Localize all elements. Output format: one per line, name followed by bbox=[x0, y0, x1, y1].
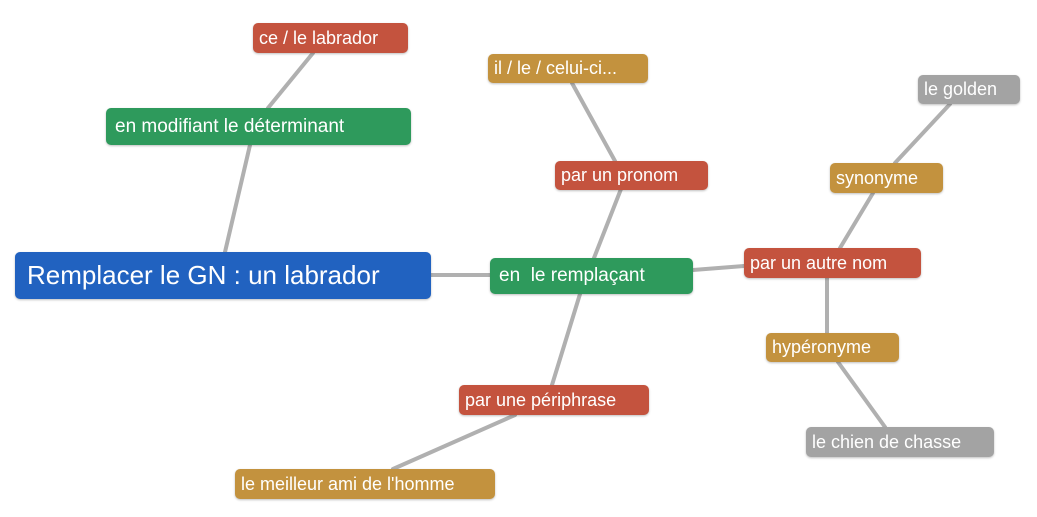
node-replacer[interactable]: en le remplaçant bbox=[490, 258, 693, 294]
node-modifier-example-label: ce / le labrador bbox=[259, 27, 379, 48]
link-synonym-example bbox=[893, 102, 952, 165]
node-periphrase[interactable]: par une périphrase bbox=[459, 385, 649, 415]
link-othernoun-synonym bbox=[838, 191, 875, 250]
link-replacer-pronoun bbox=[592, 187, 623, 260]
node-modifier-label: en modifiant le déterminant bbox=[115, 115, 345, 137]
root-node[interactable]: Remplacer le GN : un labrador bbox=[15, 252, 431, 299]
node-other-noun-label: par un autre nom bbox=[750, 252, 888, 273]
node-hypernym[interactable]: hypéronyme bbox=[766, 333, 899, 362]
node-synonym[interactable]: synonyme bbox=[830, 163, 943, 193]
node-periphrase-example-label: le meilleur ami de l'homme bbox=[241, 473, 455, 494]
node-pronoun-label: par un pronom bbox=[561, 165, 679, 185]
link-replacer-othernoun bbox=[691, 264, 746, 272]
link-replacer-periphrase bbox=[550, 292, 582, 387]
link-hypernym-example bbox=[836, 360, 887, 429]
link-root-modifier bbox=[223, 143, 252, 254]
link-modifier-example bbox=[266, 51, 315, 110]
node-pronoun[interactable]: par un pronom bbox=[555, 161, 708, 190]
node-pronoun-example-label: il / le / celui-ci... bbox=[494, 58, 618, 78]
node-synonym-example[interactable]: le golden bbox=[918, 75, 1020, 104]
node-replacer-label: en le remplaçant bbox=[499, 265, 645, 286]
node-periphrase-label: par une périphrase bbox=[465, 389, 617, 410]
link-periphrase-example bbox=[391, 413, 517, 471]
root-node-label: Remplacer le GN : un labrador bbox=[27, 260, 380, 290]
node-synonym-label: synonyme bbox=[836, 167, 919, 188]
node-modifier[interactable]: en modifiant le déterminant bbox=[106, 108, 411, 145]
node-synonym-example-label: le golden bbox=[924, 79, 998, 99]
node-periphrase-example[interactable]: le meilleur ami de l'homme bbox=[235, 469, 495, 499]
node-hypernym-label: hypéronyme bbox=[772, 337, 872, 357]
node-other-noun[interactable]: par un autre nom bbox=[744, 248, 921, 278]
node-hypernym-example-label: le chien de chasse bbox=[812, 431, 962, 452]
link-pronoun-example bbox=[570, 81, 617, 163]
node-modifier-example[interactable]: ce / le labrador bbox=[253, 23, 408, 53]
node-pronoun-example[interactable]: il / le / celui-ci... bbox=[488, 54, 648, 83]
node-hypernym-example[interactable]: le chien de chasse bbox=[806, 427, 994, 457]
